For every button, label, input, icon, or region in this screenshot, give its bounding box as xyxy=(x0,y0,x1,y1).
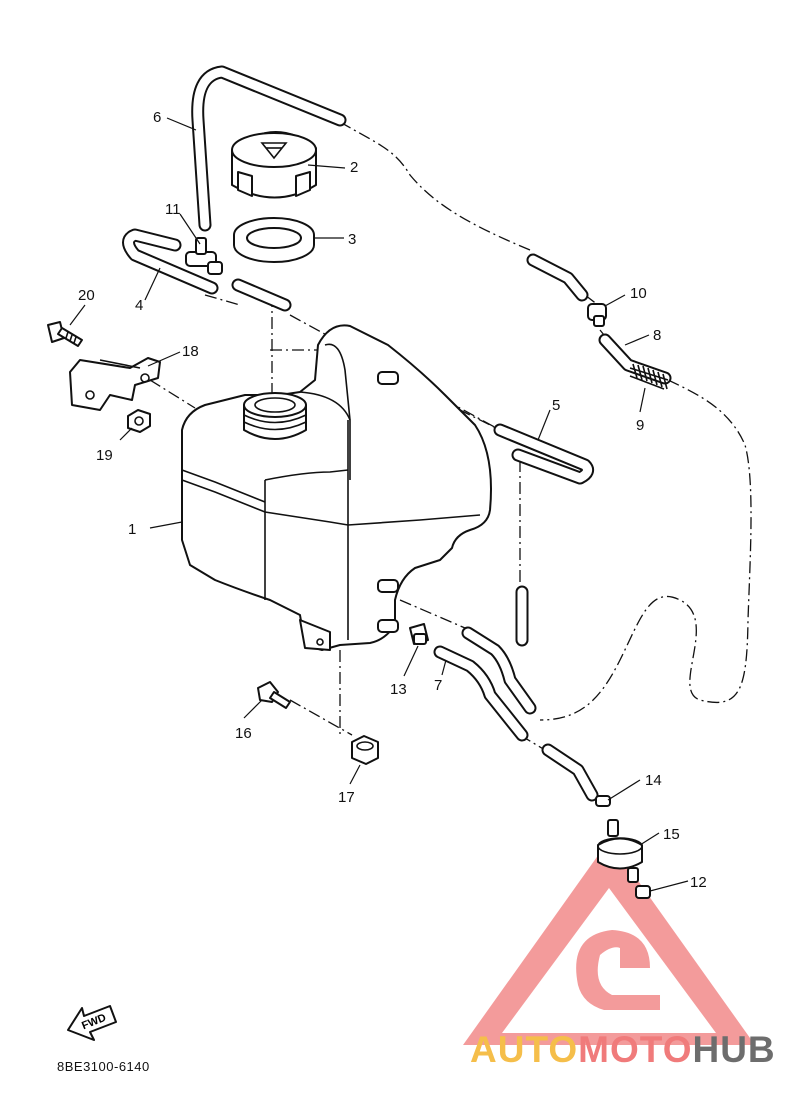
label-1: 1 xyxy=(128,521,136,538)
cap-2 xyxy=(231,131,317,199)
watermark-logo xyxy=(463,840,755,1045)
hose-8 xyxy=(598,333,672,385)
reservoir-tank-1 xyxy=(181,324,492,651)
hose-lower xyxy=(541,743,599,802)
joint-11 xyxy=(185,237,223,275)
clamp-14 xyxy=(595,795,611,807)
hose-upper-right xyxy=(526,253,589,302)
diagram-code: 8BE3100-6140 xyxy=(57,1059,150,1074)
bolt-20 xyxy=(47,321,83,347)
watermark-text: AUTOMOTOHUB xyxy=(470,1029,776,1070)
label-18: 18 xyxy=(182,343,199,360)
label-10: 10 xyxy=(630,285,647,302)
label-11: 11 xyxy=(165,201,181,218)
label-20: 20 xyxy=(78,287,95,304)
label-16: 16 xyxy=(235,725,252,742)
label-5: 5 xyxy=(552,397,560,414)
hose-5 xyxy=(493,423,594,485)
watermark-moto: MOTO xyxy=(578,1029,692,1070)
clamp-12 xyxy=(635,885,651,899)
gasket-3 xyxy=(233,217,315,263)
bolt-16 xyxy=(257,681,291,709)
label-2: 2 xyxy=(350,159,358,176)
filter-15 xyxy=(597,819,643,883)
label-9: 9 xyxy=(636,417,644,434)
label-17: 17 xyxy=(338,789,355,806)
label-15: 15 xyxy=(663,826,680,843)
label-4: 4 xyxy=(135,297,143,314)
label-3: 3 xyxy=(348,231,356,248)
hose-7 xyxy=(433,626,537,742)
label-13: 13 xyxy=(390,681,407,698)
hose-4 xyxy=(122,228,219,295)
spring-9 xyxy=(629,363,669,390)
label-7: 7 xyxy=(434,677,442,694)
bracket-18 xyxy=(69,357,161,411)
label-14: 14 xyxy=(645,772,662,789)
part-labels: 1 2 3 4 5 6 7 8 9 10 11 12 13 14 15 16 1… xyxy=(78,109,707,891)
joint-10 xyxy=(587,303,607,327)
hose-6 xyxy=(191,65,347,232)
fwd-arrow-icon: FWD xyxy=(67,1005,117,1041)
nut-17 xyxy=(351,735,379,765)
hose-segment xyxy=(231,278,292,312)
watermark-auto: AUTO xyxy=(470,1029,578,1070)
clamp-13 xyxy=(409,623,429,645)
label-12: 12 xyxy=(690,874,707,891)
label-8: 8 xyxy=(653,327,661,344)
nut-19 xyxy=(127,409,151,433)
watermark-hub: HUB xyxy=(692,1029,775,1070)
label-19: 19 xyxy=(96,447,113,464)
leader-lines xyxy=(69,117,689,892)
label-6: 6 xyxy=(153,109,161,126)
